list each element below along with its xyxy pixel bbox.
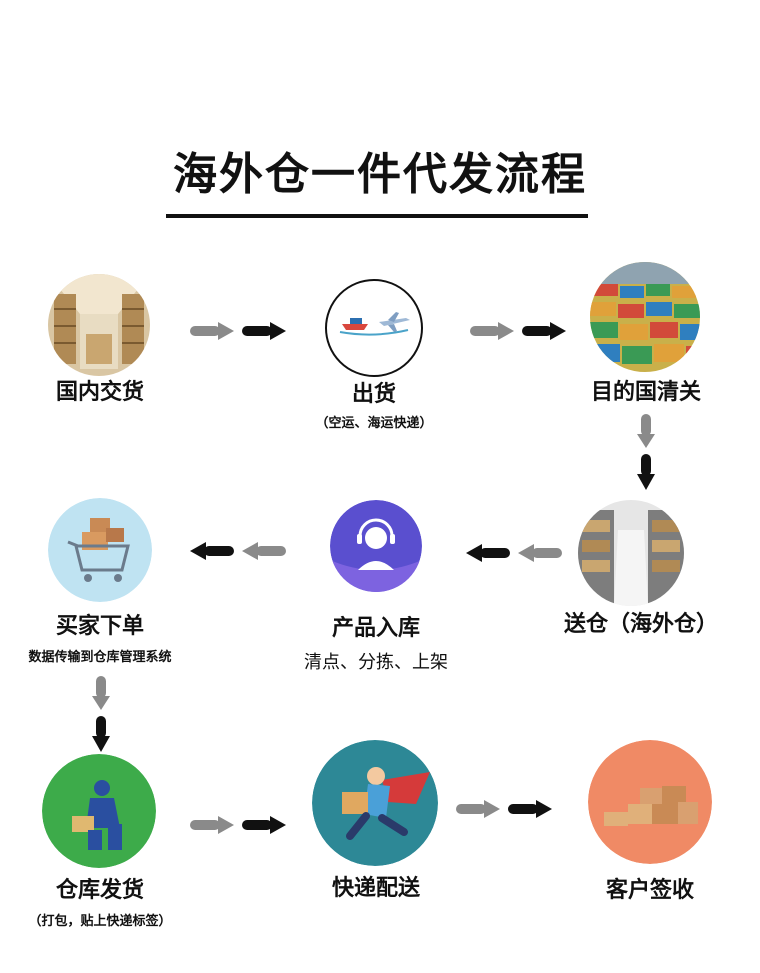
plane-icon [379, 318, 410, 326]
step-6-cart-image [48, 498, 152, 602]
title-underline [166, 214, 588, 218]
step-5-label: 产品入库 [331, 615, 420, 641]
step-1-warehouse-image [48, 274, 150, 376]
cart-icon [74, 544, 130, 572]
flow-arrow-4-5 [462, 542, 562, 564]
step-1-label: 国内交货 [55, 379, 144, 405]
step-7-sub: （打包，贴上快递标签） [28, 914, 172, 929]
step-9-boxes-image [588, 740, 712, 864]
flow-arrow-3-4 [635, 414, 657, 494]
ship-icon [342, 324, 368, 330]
courier-icon [364, 784, 390, 818]
worker-icon [86, 798, 120, 828]
step-7-packing-image [42, 754, 156, 868]
flow-arrow-2-3 [470, 320, 570, 342]
flow-arrow-8-9 [456, 798, 556, 820]
step-7-label: 仓库发货 [55, 877, 144, 903]
step-5-service-image [330, 500, 422, 592]
step-5-sub: 清点、分拣、上架 [304, 652, 448, 673]
step-6-sub: 数据传输到仓库管理系统 [28, 650, 172, 665]
step-8-label: 快递配送 [331, 875, 420, 901]
flow-arrow-1-2 [190, 320, 290, 342]
step-3-label: 目的国清关 [590, 379, 701, 405]
step-2-label: 出货 [351, 381, 396, 407]
step-4-overseas-warehouse-image [578, 500, 684, 606]
step-2-sub: （空运、海运快递） [315, 416, 433, 431]
step-2-ship-plane-image [324, 278, 424, 378]
box-icon [640, 788, 662, 806]
diagram-title: 海外仓一件代发流程 [173, 149, 587, 200]
step-4-label: 送仓（海外仓） [563, 611, 718, 637]
headset-icon [358, 518, 394, 537]
step-3-containers-image [590, 262, 700, 372]
flow-arrow-6-7 [90, 676, 112, 756]
flow-arrow-5-6 [186, 540, 286, 562]
cape-icon [382, 772, 430, 804]
step-8-courier-image [312, 740, 438, 866]
step-6-label: 买家下单 [55, 613, 144, 639]
flow-arrow-7-8 [190, 814, 290, 836]
step-9-label: 客户签收 [605, 877, 694, 903]
